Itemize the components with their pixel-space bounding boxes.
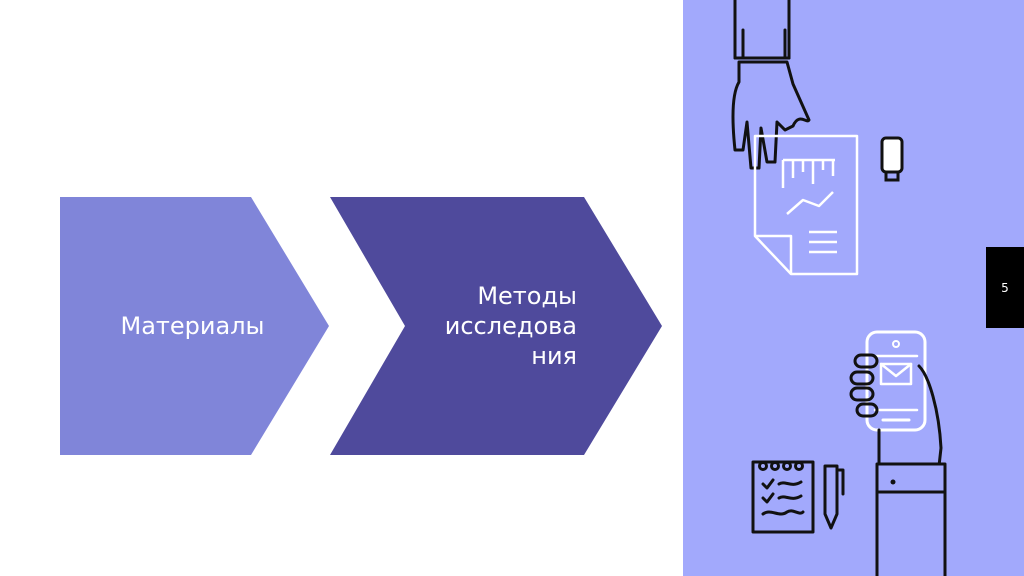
chevron-materials: [60, 197, 329, 455]
illustration-panel: [683, 0, 1024, 576]
notepad-icon: [751, 460, 815, 534]
step-label-methods: Методы исследова ния: [444, 282, 577, 370]
chevron-methods: [330, 197, 662, 455]
usb-drive-icon: [880, 136, 904, 182]
page-number-badge: 5: [986, 247, 1024, 328]
hand-with-document-icon: [731, 0, 811, 170]
pen-icon: [823, 464, 845, 530]
process-chevrons: [60, 197, 662, 455]
illustration: [731, 0, 947, 576]
step-label-materials: Материалы: [120, 312, 265, 340]
document-icon: [753, 134, 859, 276]
hand-with-phone-icon: [849, 330, 947, 576]
